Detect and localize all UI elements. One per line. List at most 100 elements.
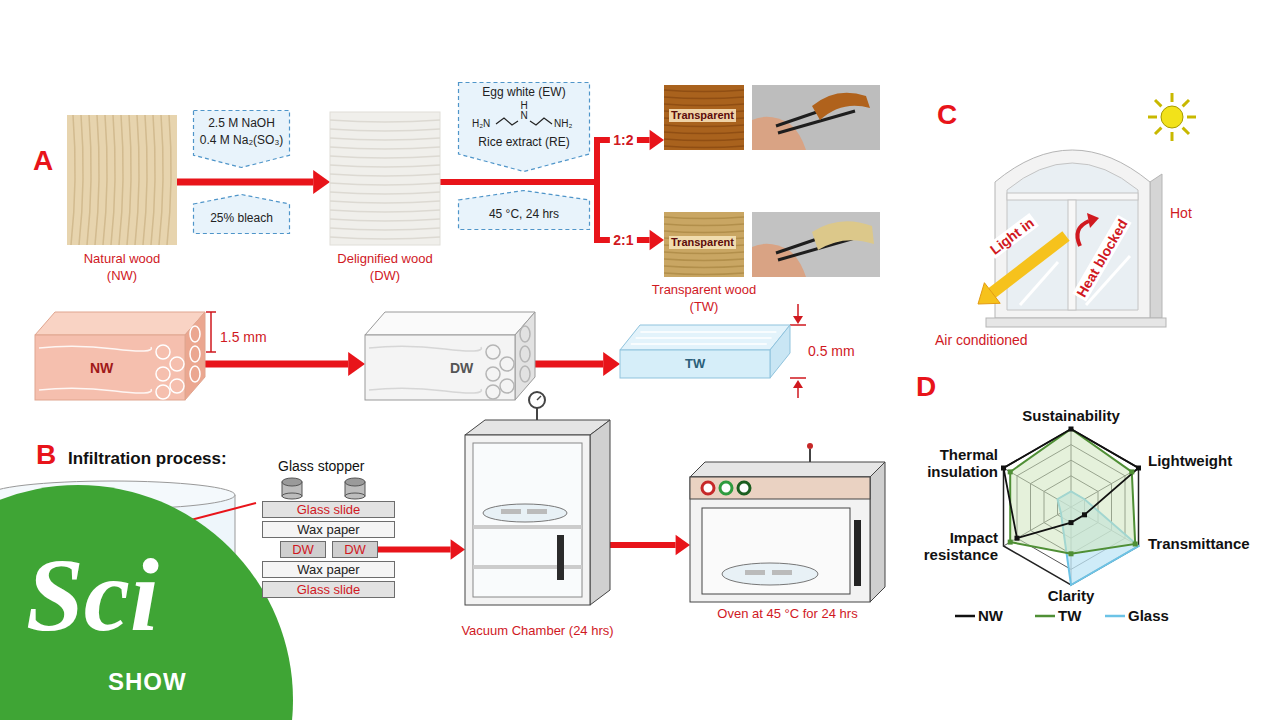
node-text: Glass slide xyxy=(297,502,361,517)
reagent-box: 2.5 M NaOH0.4 M Na₂(SO₃) xyxy=(193,110,290,168)
wood-photo-shape xyxy=(330,228,440,230)
glass-slide: Glass slide xyxy=(262,501,395,518)
sample-photo-shape xyxy=(664,252,744,254)
wood-block-shape xyxy=(520,326,530,342)
sample-photo-shape xyxy=(664,104,744,106)
sample-photo-shape xyxy=(664,231,744,233)
oven-shape xyxy=(807,443,813,449)
panel-letter: D xyxy=(916,372,936,402)
sample-photo-shape xyxy=(664,273,744,275)
node-text: TW xyxy=(685,356,705,371)
radar-series xyxy=(1129,469,1134,474)
sun xyxy=(1183,100,1189,106)
node-text: Delignified wood (DW) xyxy=(329,250,441,284)
legend-line xyxy=(955,614,975,617)
oven-shape xyxy=(772,570,792,575)
wood-block-shape xyxy=(185,312,205,400)
sample-photo-shape xyxy=(664,266,744,268)
wood-photo: Delignified wood (DW) xyxy=(330,112,440,245)
oven-shape xyxy=(809,449,811,462)
arrowhead xyxy=(348,352,365,376)
radar-series xyxy=(1001,466,1006,471)
flow-arrow xyxy=(440,182,664,250)
logo-badge xyxy=(0,485,293,720)
wood-photo-shape xyxy=(151,115,155,245)
wood-photo-shape xyxy=(167,115,171,245)
wood-photo-shape xyxy=(127,115,131,245)
wood-block-shape xyxy=(39,388,151,393)
window xyxy=(986,150,1166,327)
wood-block-shape xyxy=(770,325,790,378)
wood-photo: Natural wood (NW) xyxy=(67,115,177,245)
radar-series xyxy=(1008,469,1138,556)
reagent-box-shape xyxy=(459,83,590,172)
wood-block: DW xyxy=(365,312,535,400)
panel-letter: A xyxy=(33,146,53,176)
flow-arrow xyxy=(535,352,620,376)
chemical-structure xyxy=(530,118,552,125)
axis-label: Impact resistance xyxy=(908,529,998,563)
node-text: NW xyxy=(90,360,113,376)
tweezer-photo xyxy=(812,221,874,250)
node-text: 45 °C, 24 hrs xyxy=(489,207,559,221)
arrowhead xyxy=(603,352,620,376)
node-text: 25% bleach xyxy=(210,211,273,225)
legend-line xyxy=(955,613,975,619)
legend-text: NW xyxy=(978,607,1003,624)
vacuum-chamber-shape xyxy=(557,535,564,580)
axis-label: Thermal insulation xyxy=(908,446,998,480)
ratio-label: 2:1 xyxy=(610,232,636,248)
vacuum-chamber-shape xyxy=(473,525,582,529)
heat-arrow xyxy=(1077,213,1099,246)
vacuum-chamber-shape xyxy=(473,565,582,569)
arrowhead xyxy=(650,130,664,150)
dimension: 1.5 mm xyxy=(220,329,267,345)
wood-block-shape xyxy=(620,325,790,350)
radar-series xyxy=(1008,469,1013,474)
wood-block-shape xyxy=(365,335,515,400)
node-text: Oven at 45 °C for 24 hrs xyxy=(717,606,857,622)
radar-series xyxy=(1069,427,1074,432)
wood-photo-shape xyxy=(95,115,99,245)
wood-photo-shape xyxy=(67,115,177,245)
tweezer-photo xyxy=(752,85,880,150)
node-text: DW xyxy=(344,542,366,557)
axis-label: Sustainability xyxy=(1022,407,1120,424)
reagent-box-shape xyxy=(459,191,590,230)
sun xyxy=(1161,106,1183,128)
wood-block-shape xyxy=(365,312,535,335)
light-arrow xyxy=(978,283,1000,304)
wood-block-shape xyxy=(39,346,151,351)
sample-photo-shape xyxy=(664,90,744,92)
flow-arrow xyxy=(177,170,330,194)
panel-letter: C xyxy=(937,100,957,130)
wood-block: TW xyxy=(620,325,790,378)
arrowhead xyxy=(676,535,690,555)
sun xyxy=(1171,93,1174,102)
wood-photo-shape xyxy=(330,138,440,140)
arrow-line xyxy=(535,361,603,368)
wood-block-shape xyxy=(520,346,530,362)
dimension-arrowhead xyxy=(793,380,803,388)
node-text: DW xyxy=(292,542,314,557)
wood-block-shape xyxy=(369,346,481,351)
oven-shape xyxy=(745,570,765,575)
sample-photo-shape xyxy=(664,217,744,219)
wood-photo-shape xyxy=(79,115,83,245)
radar-series xyxy=(1008,540,1013,545)
wood-block-shape xyxy=(190,326,200,342)
sun xyxy=(1148,93,1196,141)
oven-shape xyxy=(870,462,885,602)
wood-block-shape xyxy=(520,366,530,382)
wood-block-shape xyxy=(486,367,500,381)
logo-text: Sci xyxy=(26,540,159,650)
flow-arrow xyxy=(205,352,365,376)
node-text: Glass slide xyxy=(297,582,361,597)
sample-photo-shape xyxy=(664,212,744,277)
wood-block-shape xyxy=(35,312,205,335)
sample-photo-shape xyxy=(664,259,744,261)
glass-stopper xyxy=(345,478,365,486)
node-text: DW xyxy=(450,360,473,376)
oven-shape xyxy=(854,520,861,586)
radar-series xyxy=(1004,429,1139,538)
